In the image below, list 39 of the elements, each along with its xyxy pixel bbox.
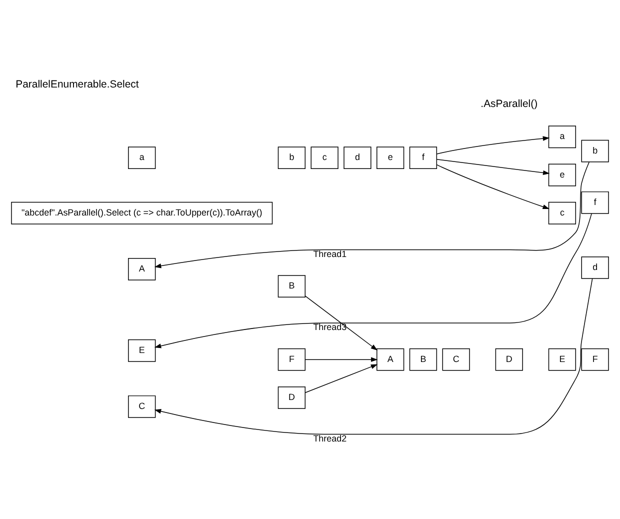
node-box: A [128,257,156,280]
arrow [304,356,378,362]
node-box: F [278,348,306,370]
node-box: D [278,386,306,408]
node-box: D [495,348,523,370]
node-box: E [128,338,156,362]
node-box: "abcdef".AsParallel().Select (c => char.ToUpper(c)).ToArray() [11,201,273,224]
node-box: f [581,190,609,214]
arrow [304,295,378,350]
node-box: f [409,146,438,169]
node-box: c [548,201,576,224]
arrow [154,161,590,268]
node-box: F [581,348,609,370]
edge-label: Thread1 [313,248,347,258]
arrow [304,364,378,392]
node-box: d [344,146,372,169]
node-box: c [310,146,338,169]
node-box: b [581,139,609,162]
node-box: a [128,146,156,169]
node-box: C [128,394,156,418]
node-box: C [442,348,470,370]
node-box: A [376,348,404,370]
node-box: B [409,348,438,370]
arrow [436,164,550,209]
label: .AsParallel() [480,98,538,110]
arrow [436,136,550,154]
node-box: d [581,256,609,278]
edge-label: Thread3 [313,322,347,332]
arrow [436,158,550,175]
node-box: E [548,348,576,370]
edge-label: Thread2 [313,432,347,443]
node-box: a [548,125,576,148]
arrow [154,278,593,434]
node-box: e [376,146,404,169]
diagram-title: ParallelEnumerable.Select [16,78,139,90]
node-box: B [278,274,306,298]
node-box: b [278,146,306,169]
node-box: e [548,163,576,186]
arrow [154,212,592,348]
